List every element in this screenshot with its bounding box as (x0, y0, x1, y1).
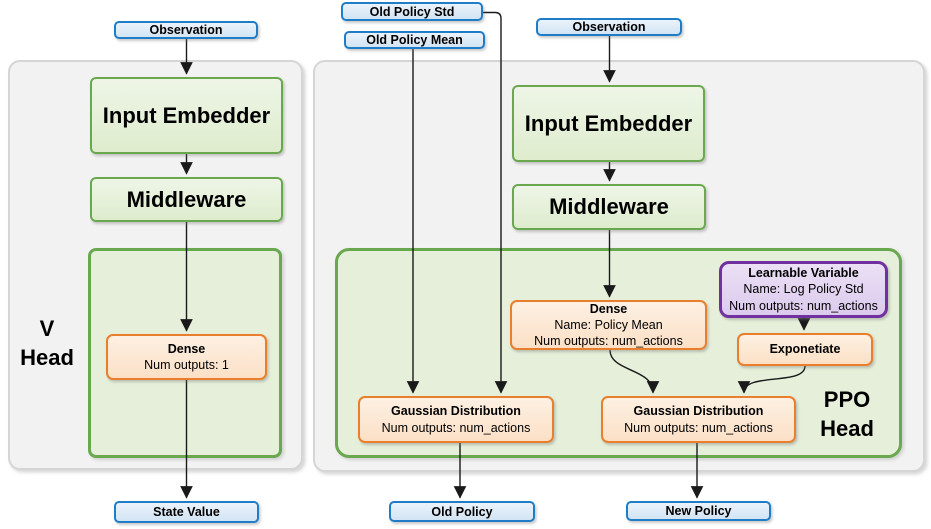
dense-node-v: Dense Num outputs: 1 (106, 334, 267, 380)
dense-ppo-name: Name: Policy Mean (554, 317, 663, 332)
input-embedder-node-ppo: Input Embedder (512, 85, 705, 162)
gaussian-old-title: Gaussian Distribution (391, 404, 521, 419)
gaussian-old-outputs: Num outputs: num_actions (381, 420, 531, 435)
old-policy-output-node: Old Policy (389, 501, 535, 522)
v-head-label-line2: Head (20, 345, 74, 371)
dense-ppo-outputs: Num outputs: num_actions (534, 334, 683, 349)
gaussian-new-title: Gaussian Distribution (633, 404, 764, 419)
exponentiate-node: Exponetiate (737, 333, 873, 366)
old-policy-std-node: Old Policy Std (341, 2, 483, 21)
learnable-variable-node: Learnable Variable Name: Log Policy Std … (719, 261, 888, 318)
gaussian-distribution-new-node: Gaussian Distribution Num outputs: num_a… (601, 396, 796, 443)
dense-ppo-title: Dense (589, 301, 628, 316)
input-embedder-node-v: Input Embedder (90, 77, 283, 154)
learnable-title: Learnable Variable (748, 266, 859, 281)
learnable-name: Name: Log Policy Std (743, 282, 864, 297)
middleware-node-ppo: Middleware (512, 184, 706, 230)
dense-v-title: Dense (167, 341, 206, 356)
learnable-outputs: Num outputs: num_actions (729, 298, 878, 313)
dense-v-outputs: Num outputs: 1 (144, 358, 229, 372)
ppo-head-label: PPO Head (799, 385, 895, 443)
old-policy-mean-node: Old Policy Mean (344, 31, 485, 49)
new-policy-output-node: New Policy (626, 501, 771, 521)
middleware-node-v: Middleware (90, 177, 283, 222)
observation-node-v: Observation (114, 21, 258, 39)
dense-policy-mean-node: Dense Name: Policy Mean Num outputs: num… (510, 300, 707, 350)
v-head-label: V Head (8, 314, 86, 372)
ppo-head-label-line2: Head (820, 416, 874, 442)
gaussian-new-outputs: Num outputs: num_actions (624, 420, 773, 435)
ppo-head-label-line1: PPO (823, 387, 871, 412)
exponentiate-label: Exponetiate (769, 342, 841, 357)
state-value-node: State Value (114, 501, 259, 523)
v-head-label-line1: V (39, 316, 55, 341)
gaussian-distribution-old-node: Gaussian Distribution Num outputs: num_a… (358, 396, 554, 443)
observation-node-ppo: Observation (536, 18, 682, 36)
